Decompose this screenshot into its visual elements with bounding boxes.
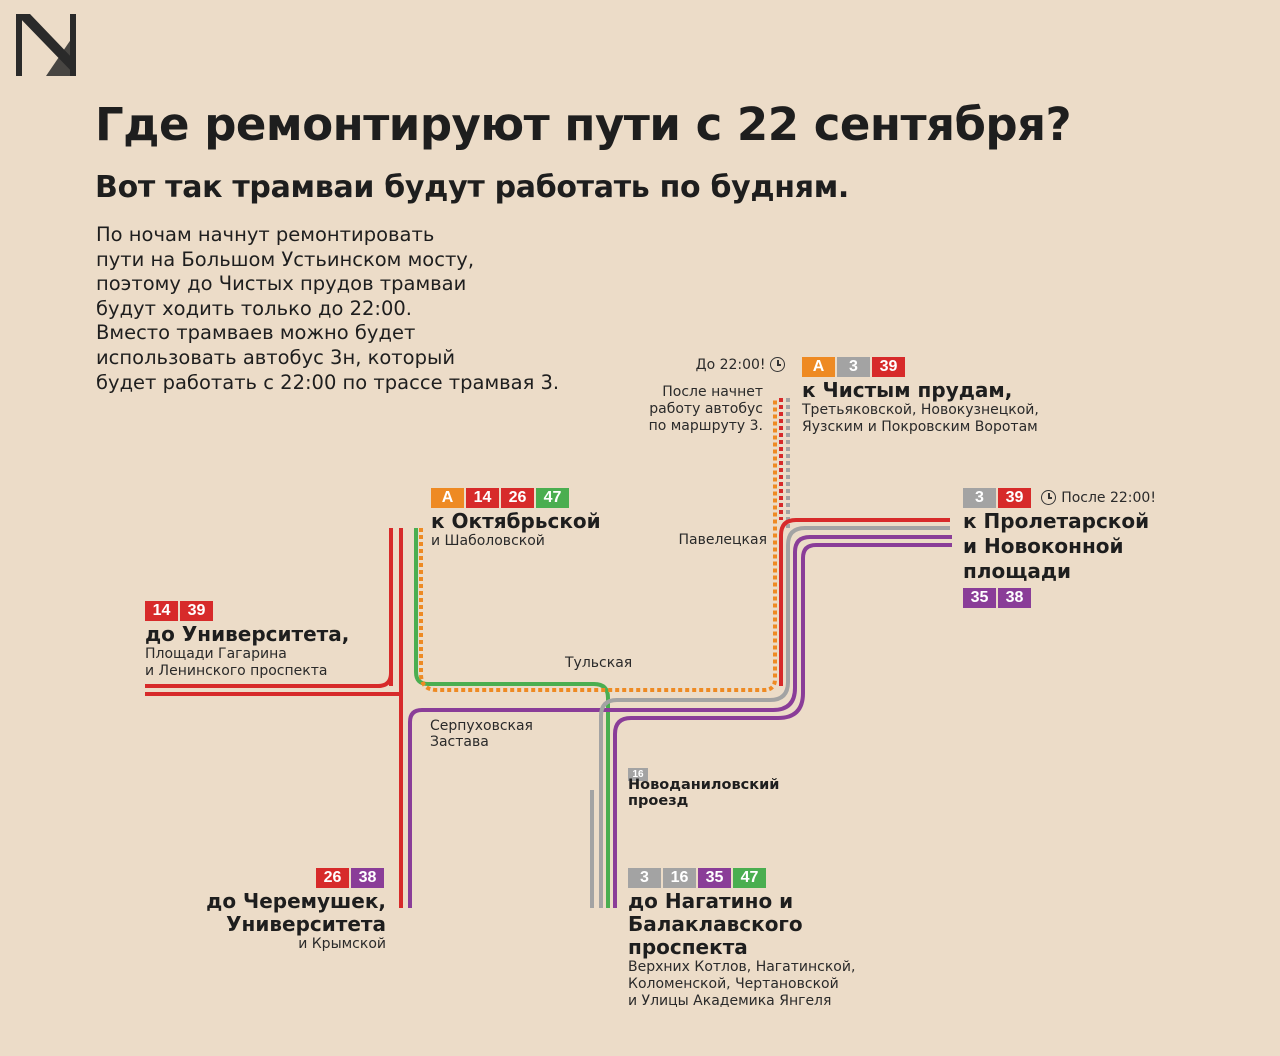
destination-title: до Черемушек, — [206, 889, 386, 913]
line-orange-dashed — [419, 398, 777, 692]
destination-title: к Октябрьской — [431, 509, 601, 533]
clock-icon — [1041, 490, 1057, 505]
destination-nagatino: до Нагатино и Балаклавского проспекта Ве… — [628, 890, 855, 1010]
line-grey-main — [599, 526, 950, 908]
intro-line: пути на Большом Устьинском мосту, — [96, 247, 475, 271]
destination-title: Балаклавского — [628, 912, 803, 936]
route-badge: 3 — [837, 357, 870, 377]
station-paveletskaya: Павелецкая — [678, 532, 767, 548]
clock-text: После 22:00! — [1061, 490, 1156, 506]
bus-note-line: После начнет — [662, 384, 763, 400]
destination-title: до Нагатино и — [628, 889, 794, 913]
route-badge: 38 — [351, 868, 384, 888]
route-badge: 35 — [698, 868, 731, 888]
route-badge: 39 — [872, 357, 905, 377]
destination-sub: Яузским и Покровским Воротам — [802, 419, 1038, 435]
destination-sub: и Улицы Академика Янгеля — [628, 993, 832, 1009]
destination-sub: и Ленинского проспекта — [145, 663, 328, 679]
destination-sub: Коломенской, Чертановской — [628, 976, 839, 992]
destination-chistye: к Чистым прудам, Третьяковской, Новокузн… — [802, 379, 1039, 436]
destination-sub: Третьяковской, Новокузнецкой, — [802, 402, 1039, 418]
intro-text: По ночам начнут ремонтировать пути на Бо… — [96, 223, 616, 395]
station-tulskaya: Тульская — [565, 655, 633, 671]
clock-text: До 22:00! — [695, 357, 766, 373]
logo-icon — [16, 14, 76, 76]
route-badge: 47 — [733, 868, 766, 888]
destination-sub: и Крымской — [298, 936, 386, 952]
route-badge: 47 — [536, 488, 569, 508]
destination-title: к Чистым прудам, — [802, 378, 1013, 402]
line-green — [414, 528, 610, 908]
intro-line: будет работать с 22:00 по трассе трамвая… — [96, 370, 560, 394]
destination-sub: Верхних Котлов, Нагатинской, — [628, 959, 856, 975]
destination-title: проспекта — [628, 935, 748, 959]
route-badge: А — [802, 357, 835, 377]
destination-novodanilovsky: Новоданиловский проезд — [628, 777, 779, 809]
destination-title: площади — [963, 559, 1071, 583]
destination-sub: и Шаболовской — [431, 533, 545, 549]
destination-title: до Университета, — [145, 622, 350, 646]
page-subtitle: Вот так трамваи будут работать по будням… — [95, 170, 850, 205]
route-badges-novodanilovsky: 16 — [628, 762, 650, 781]
intro-line: будут ходить только до 22:00. — [96, 296, 412, 320]
destination-title: к Пролетарской — [963, 509, 1150, 533]
line-purple-2 — [613, 543, 952, 908]
route-badge: 16 — [628, 768, 648, 781]
page-title: Где ремонтируют пути с 22 сентября? — [95, 98, 1072, 151]
destination-title: Новоданиловский — [628, 777, 780, 793]
intro-line: По ночам начнут ремонтировать — [96, 223, 435, 246]
bus-note: После начнет работу автобус по маршруту … — [600, 384, 763, 435]
station-serpukhovskaya: Серпуховская Застава — [430, 718, 533, 750]
clock-note-before: До 22:00! — [650, 357, 785, 374]
route-badge: 39 — [180, 601, 213, 621]
bus-note-line: по маршруту 3. — [648, 418, 763, 434]
destination-title: проезд — [628, 793, 689, 809]
intro-line: Вместо трамваев можно будет — [96, 321, 416, 345]
route-badge: 3 — [963, 488, 996, 508]
route-badge: 16 — [663, 868, 696, 888]
line-red-university-1 — [145, 672, 393, 688]
route-badge: 26 — [316, 868, 349, 888]
destination-title: и Новоконной — [963, 534, 1124, 558]
intro-line: поэтому до Чистых прудов трамваи — [96, 272, 467, 296]
clock-icon — [770, 357, 785, 372]
destination-title: Университета — [226, 912, 386, 936]
destination-cheryomushki: до Черемушек, Университета и Крымской — [150, 890, 386, 953]
route-badge: 35 — [963, 588, 996, 608]
route-badge: 26 — [501, 488, 534, 508]
destination-universitet: до Университета, Площади Гагарина и Лени… — [145, 623, 349, 680]
line-purple-1 — [606, 535, 952, 712]
route-badge: 39 — [998, 488, 1031, 508]
destination-sub: Площади Гагарина — [145, 646, 287, 662]
route-badge: 38 — [998, 588, 1031, 608]
line-purple-cheryomushki — [408, 708, 606, 908]
route-badge: 14 — [145, 601, 178, 621]
destination-oktyabrskaya: к Октябрьской и Шаболовской — [431, 510, 601, 550]
station-label: Застава — [430, 734, 489, 750]
bus-note-line: работу автобус — [649, 401, 763, 417]
route-badge: 3 — [628, 868, 661, 888]
destination-proletarskaya: к Пролетарской и Новоконной площади — [963, 510, 1149, 583]
route-badge: А — [431, 488, 464, 508]
station-label: Серпуховская — [430, 718, 533, 734]
intro-line: использовать автобус 3н, который — [96, 345, 456, 369]
route-badge: 14 — [466, 488, 499, 508]
line-red-proletarskaya — [779, 518, 950, 686]
